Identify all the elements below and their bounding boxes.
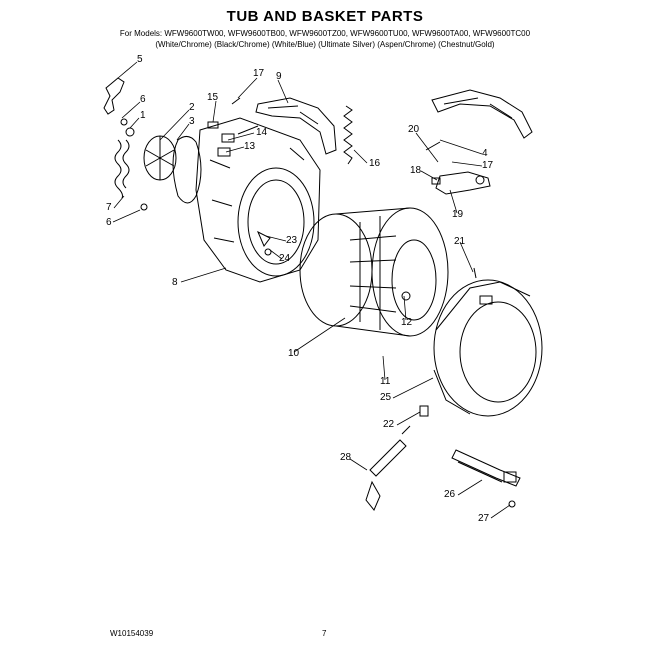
callout-23: 23 — [286, 235, 298, 246]
fitting-part-14 — [221, 133, 235, 143]
seal-part-3 — [172, 136, 202, 204]
damper-part-28 — [365, 425, 411, 511]
callout-5: 5 — [137, 54, 143, 65]
page-title: TUB AND BASKET PARTS — [226, 8, 424, 25]
heater-part-26 — [451, 449, 521, 487]
hose-part-5 — [103, 77, 125, 115]
coiled-hose-part-7 — [114, 139, 130, 199]
callout-28: 28 — [340, 452, 352, 463]
clamp-part-1 — [125, 127, 135, 137]
callout-25: 25 — [380, 392, 392, 403]
callout-2: 2 — [189, 102, 195, 113]
bolt-part-20 — [425, 141, 441, 151]
callout-20: 20 — [408, 124, 420, 135]
callout-12: 12 — [401, 317, 413, 328]
callout-18: 18 — [410, 165, 422, 176]
document-number: W10154039 — [110, 629, 154, 638]
callout-27: 27 — [478, 513, 490, 524]
spring-part-16 — [343, 105, 353, 165]
callout-1: 1 — [140, 110, 146, 121]
callout-4: 4 — [482, 148, 488, 159]
callout-14: 14 — [256, 127, 268, 138]
ring-part-6b — [140, 203, 148, 211]
callout-15: 15 — [207, 92, 219, 103]
nut-part-24 — [264, 248, 272, 256]
rear-tub-part-8 — [195, 117, 321, 283]
basket-part-10 — [299, 207, 449, 337]
callout-22: 22 — [383, 419, 395, 430]
pulley-part-2 — [143, 135, 177, 181]
page-number: 7 — [322, 629, 327, 638]
models-line: For Models: WFW9600TW00, WFW9600TB00, WF… — [119, 29, 531, 38]
leader-lines — [112, 61, 511, 519]
callout-24: 24 — [279, 253, 291, 264]
bracket-part-19 — [435, 171, 491, 195]
callout-11: 11 — [380, 376, 391, 387]
hub-part-12 — [401, 291, 411, 301]
callout-17b: 17 — [482, 160, 494, 171]
callout-3: 3 — [189, 116, 195, 127]
callout-26: 26 — [444, 489, 456, 500]
callout-13: 13 — [244, 141, 256, 152]
counterweight-part-4 — [431, 89, 533, 139]
callout-8: 8 — [172, 277, 178, 288]
fitting-part-13 — [217, 147, 231, 157]
callout-21: 21 — [454, 236, 466, 247]
callout-7: 7 — [106, 202, 112, 213]
callout-6: 6 — [140, 94, 146, 105]
colors-line: (White/Chrome) (Black/Chrome) (White/Blu… — [155, 40, 495, 49]
screw-part-17 — [231, 97, 241, 105]
callout-19: 19 — [452, 209, 464, 220]
callout-6b: 6 — [106, 217, 112, 228]
ring-part-6 — [120, 118, 128, 126]
screw-part-21 — [473, 267, 477, 279]
bracket-part-23 — [257, 230, 271, 247]
clip-part-22 — [419, 405, 429, 417]
counterweight-part-9 — [255, 97, 337, 155]
clip-part-18 — [431, 177, 441, 185]
nut-part-27 — [508, 500, 516, 508]
callout-17: 17 — [253, 68, 265, 79]
callout-10: 10 — [288, 348, 300, 359]
callout-9: 9 — [276, 71, 282, 82]
callout-16: 16 — [369, 158, 381, 169]
fitting-part-15 — [207, 121, 219, 129]
front-tub-part-25 — [433, 279, 543, 417]
